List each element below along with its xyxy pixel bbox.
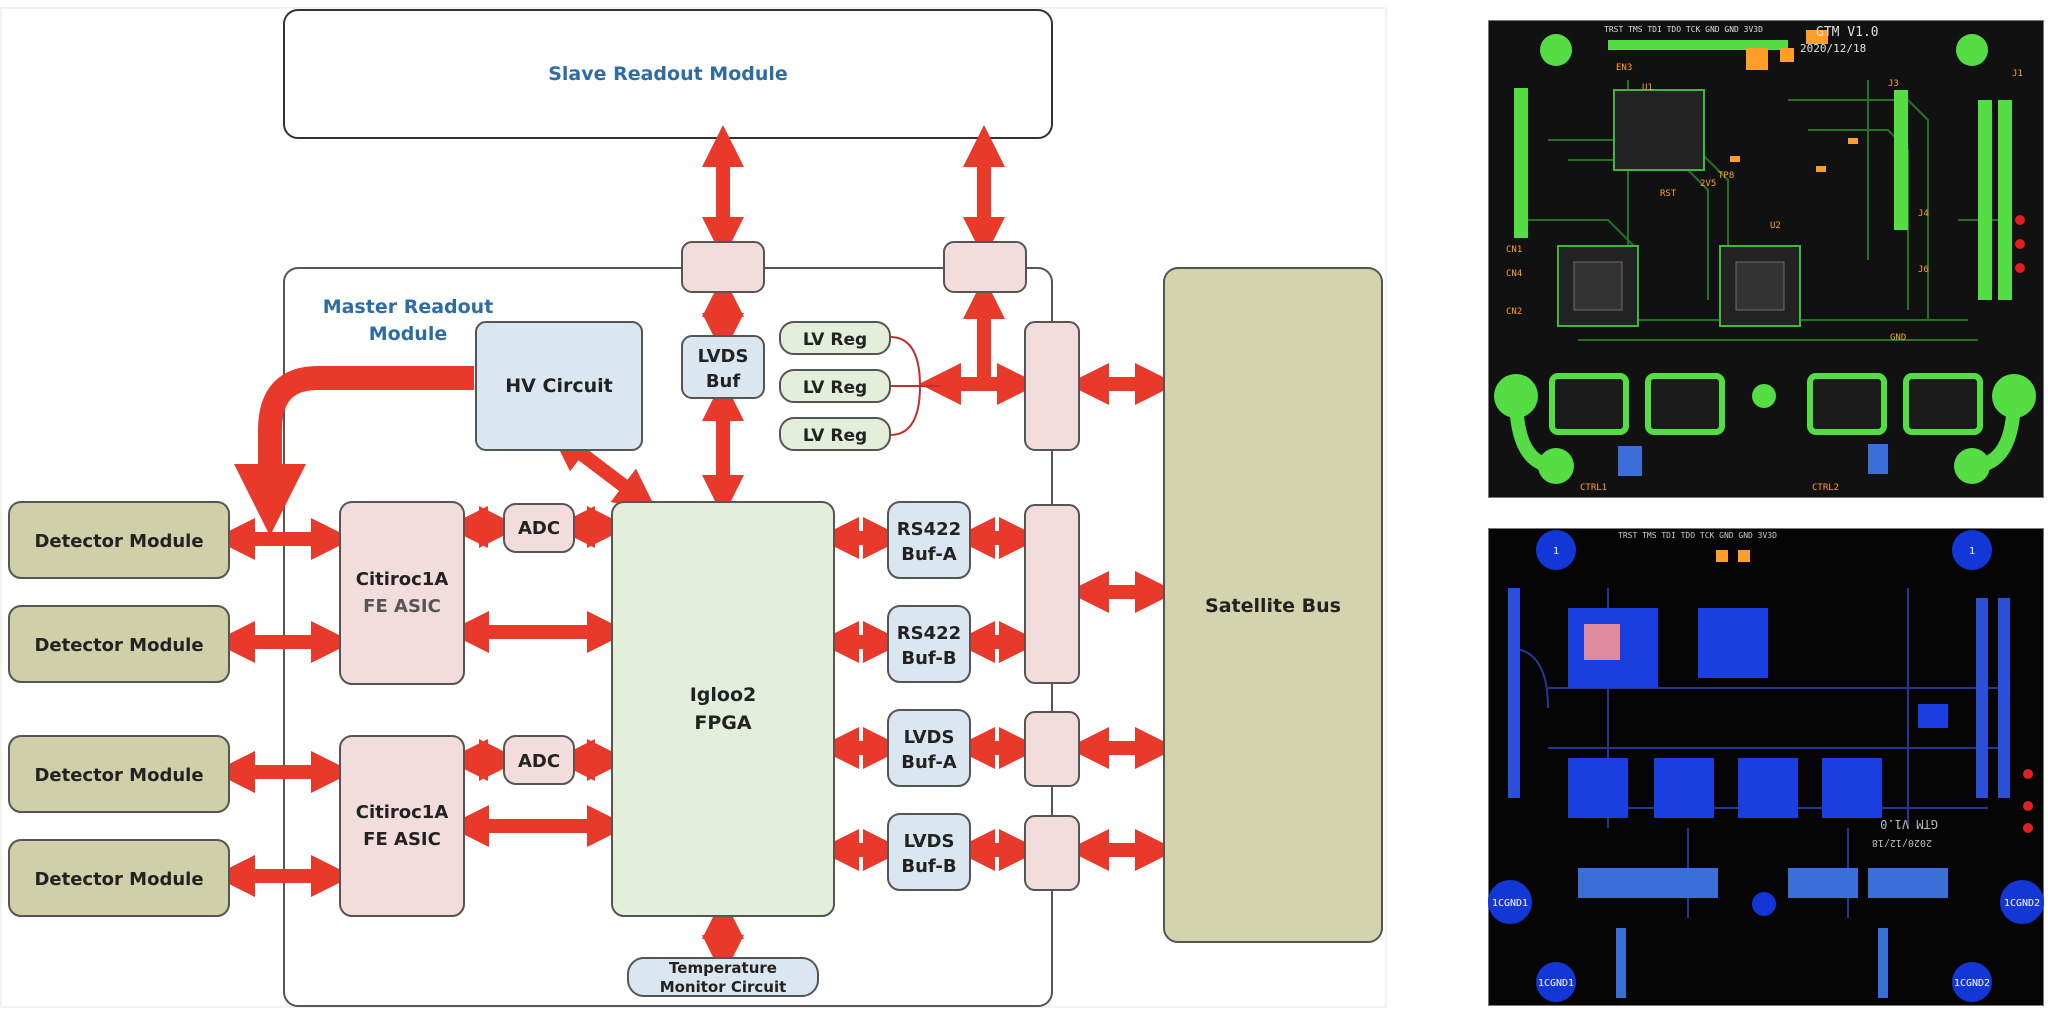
pcb-top-silk-label: CN4 xyxy=(1506,269,1522,279)
detector-module-label: Detector Module xyxy=(34,635,203,656)
adcs: ADC ADC xyxy=(503,503,575,785)
master-readout-module-title-line2: Module xyxy=(369,323,448,345)
asic-label-line1: Citiroc1A xyxy=(356,802,449,823)
asics: Citiroc1A FE ASIC Citiroc1A FE ASIC xyxy=(339,501,465,917)
connector-side-3 xyxy=(1024,711,1080,787)
detector-module-label: Detector Module xyxy=(34,765,203,786)
lv-reg-brace xyxy=(889,336,940,436)
pcb-top-silk-label: 2V5 xyxy=(1700,179,1716,189)
pcb-top-silk-label: RST xyxy=(1660,189,1677,199)
pcb-bottom-header-pins: TRST TMS TDI TDO TCK GND GND 3V3D xyxy=(1618,531,1777,540)
pcb-top-silk-label: J1 xyxy=(2012,69,2023,79)
pcb-bottom-corner-label: 1 xyxy=(1553,546,1559,557)
buffer-label-line2: Buf-B xyxy=(901,648,956,669)
pcb-bottom-corner-label: 1CGND2 xyxy=(2004,898,2040,909)
pcb-top-silk-label: J6 xyxy=(1918,265,1929,275)
lvds-buf-top-line1: LVDS xyxy=(698,346,749,367)
connector-top-left xyxy=(681,241,765,293)
adc-box xyxy=(503,735,575,785)
temperature-monitor-line2: Monitor Circuit xyxy=(660,978,787,996)
fpga-label-line2: FPGA xyxy=(694,712,751,734)
pcb-top-silk-label: CN1 xyxy=(1506,245,1522,255)
detector-module-box xyxy=(8,735,230,813)
adc-label: ADC xyxy=(518,518,560,539)
asic-box xyxy=(339,735,465,917)
pcb-top-silk-label: CTRL1 xyxy=(1580,483,1607,493)
temperature-monitor-box xyxy=(627,957,819,997)
satellite-bus-label: Satellite Bus xyxy=(1205,595,1341,617)
buffer-box xyxy=(887,605,971,683)
buffer-label-line2: Buf-B xyxy=(901,856,956,877)
interface-buffers: RS422 Buf-A RS422 Buf-B LVDS Buf-A LVDS … xyxy=(887,501,971,891)
pcb-bottom-corner-label: 1CGND1 xyxy=(1538,978,1574,989)
buffer-box xyxy=(887,813,971,891)
pcb-bottom-layer-image: GTM V1.0 2020/12/18 TRST TMS TDI TDO TCK… xyxy=(1488,528,2044,1006)
pcb-top-date: 2020/12/18 xyxy=(1800,42,1866,55)
master-readout-module-title-line1: Master Readout xyxy=(323,296,494,318)
hv-circuit-box xyxy=(475,321,643,451)
detector-module-label: Detector Module xyxy=(34,531,203,552)
pcb-top-silk-label: U1 xyxy=(1642,83,1653,93)
pcb-bottom-title: GTM V1.0 xyxy=(1880,817,1938,831)
buffer-label-line1: RS422 xyxy=(897,623,961,644)
pcb-bottom-corner-label: 1CGND2 xyxy=(1954,978,1990,989)
connector-side-1 xyxy=(1024,321,1080,451)
buffer-label-line1: RS422 xyxy=(897,519,961,540)
buffer-box xyxy=(887,709,971,787)
pcb-top-silk-label: U2 xyxy=(1770,221,1781,231)
lvds-buf-top-box xyxy=(681,335,765,399)
pcb-top-silk-label: GND xyxy=(1890,333,1906,343)
detector-module-label: Detector Module xyxy=(34,869,203,890)
connector-side-4 xyxy=(1024,815,1080,891)
adc-label: ADC xyxy=(518,751,560,772)
detector-module-box xyxy=(8,605,230,683)
slave-readout-module-label: Slave Readout Module xyxy=(548,63,788,85)
signal-arrows xyxy=(213,125,1177,977)
pcb-top-silk-label: CN2 xyxy=(1506,307,1522,317)
connector-top-right xyxy=(943,241,1027,293)
fpga-box xyxy=(611,501,835,917)
lv-reg-box xyxy=(779,321,891,355)
satellite-bus-box xyxy=(1163,267,1383,943)
buffer-label-line1: LVDS xyxy=(904,727,955,748)
temperature-monitor-line1: Temperature xyxy=(669,959,777,977)
pcb-top-silk-label: EN3 xyxy=(1616,63,1632,73)
pcb-top-silk-label: CTRL2 xyxy=(1812,483,1839,493)
buffer-label-line2: Buf-A xyxy=(901,752,957,773)
buffer-label-line2: Buf-A xyxy=(901,544,957,565)
lv-reg-box xyxy=(779,417,891,451)
pcb-bottom-date: 2020/12/18 xyxy=(1872,837,1932,848)
lv-reg-box xyxy=(779,369,891,403)
pcb-bottom-corner-label: 1 xyxy=(1969,546,1975,557)
asic-label-line2: FE ASIC xyxy=(363,829,441,850)
pcb-top-silk-label: J4 xyxy=(1918,209,1929,219)
slave-readout-module xyxy=(283,9,1053,139)
lv-reg-group: LV Reg LV Reg LV Reg xyxy=(779,321,891,451)
pcb-top-header-pins: TRST TMS TDI TDO TCK GND GND 3V3D xyxy=(1604,25,1763,34)
lv-reg-label: LV Reg xyxy=(803,426,867,446)
pcb-bottom-corner-label: 1CGND1 xyxy=(1492,898,1528,909)
detector-module-box xyxy=(8,501,230,579)
connector-side-2 xyxy=(1024,504,1080,684)
detector-module-box xyxy=(8,839,230,917)
asic-label-line1: Citiroc1A xyxy=(356,569,449,590)
buffer-label-line1: LVDS xyxy=(904,831,955,852)
lvds-buf-top-line2: Buf xyxy=(706,371,741,392)
buffer-box xyxy=(887,501,971,579)
pcb-top-layer-image: GTM V1.0 2020/12/18 TRST TMS TDI TDO TCK… xyxy=(1488,20,2044,498)
adc-box xyxy=(503,503,575,553)
pcb-top-title: GTM V1.0 xyxy=(1816,25,1879,40)
fpga-label-line1: Igloo2 xyxy=(690,684,757,706)
block-diagram: Master Readout Module Slave Readout Modu… xyxy=(0,7,1387,1008)
pcb-top-silk-label: J3 xyxy=(1888,79,1899,89)
lv-reg-label: LV Reg xyxy=(803,330,867,350)
asic-label-line2: FE ASIC xyxy=(363,596,441,617)
pcb-top-silk-label: TP8 xyxy=(1718,171,1734,181)
lv-reg-label: LV Reg xyxy=(803,378,867,398)
hv-circuit-label: HV Circuit xyxy=(505,375,612,397)
detector-modules: Detector Module Detector Module Detector… xyxy=(8,501,230,917)
asic-box xyxy=(339,501,465,685)
